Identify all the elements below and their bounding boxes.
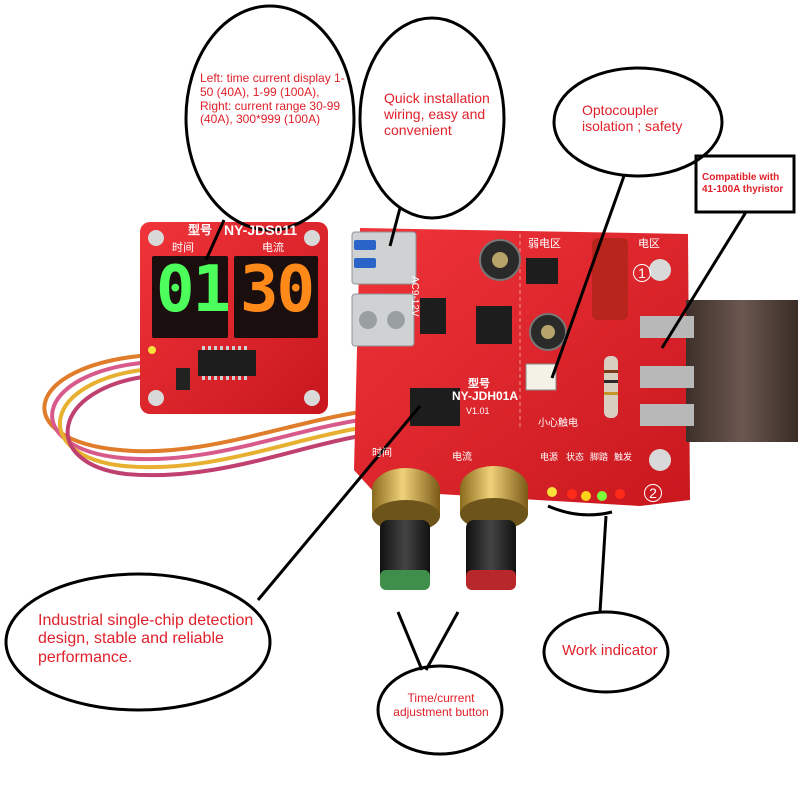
display-info-bubble (184, 4, 356, 232)
knobs-bubble (376, 664, 504, 756)
time-label: 时间 (172, 242, 194, 254)
callout-outlines (4, 4, 796, 756)
current-knob[interactable] (460, 466, 528, 590)
display-info-callout: Left: time current display 1-50 (40A), 1… (200, 71, 345, 127)
thyristor-callout: Compatible with 41-100A thyristor (702, 172, 784, 195)
display-model-label: NY-JDS011 (224, 222, 298, 238)
display-model-prefix: 型号 (188, 223, 213, 237)
marker-2: 2 (644, 484, 662, 502)
indicator-label-pedal: 脚踏 (590, 452, 609, 462)
careful-shock-label: 小心触电 (538, 418, 578, 429)
wiring-bubble (358, 16, 506, 220)
weak-zone-label: 弱电区 (528, 238, 561, 250)
chip-callout: Industrial single-chip detection design,… (38, 612, 254, 666)
display-board (140, 222, 328, 414)
strong-zone-label: 电区 (638, 238, 660, 250)
indicator-label-status: 状态 (566, 452, 585, 462)
main-board (351, 228, 798, 506)
time-knob[interactable] (372, 468, 440, 590)
current-display: 30 (240, 253, 315, 327)
optocoupler-callout: Optocoupler isolation ; safety (582, 102, 683, 135)
bottom-time-label: 时间 (372, 448, 392, 459)
bottom-current-label: 电流 (452, 452, 472, 463)
wiring-callout: Quick installation wiring, easy and conv… (384, 90, 490, 139)
ribbon-cable (42, 353, 361, 478)
marker-1: 1 (633, 264, 651, 282)
knobs-callout: Time/current adjustment button (393, 691, 489, 719)
main-model-prefix: 型号 (468, 378, 490, 390)
indicator-bubble (542, 610, 670, 694)
indicator-label-trigger: 触发 (614, 452, 633, 462)
time-display: 01 (156, 253, 231, 327)
optocoupler-bubble (552, 66, 724, 178)
terminal-label: AC9-12V (409, 276, 420, 317)
main-model-label: NY-JDH01A (452, 389, 519, 403)
indicator-callout: Work indicator (562, 642, 658, 659)
chip-bubble (4, 572, 272, 712)
current-label: 电流 (262, 242, 284, 254)
indicator-label-power: 电源 (540, 452, 559, 462)
version-label: V1.01 (466, 406, 490, 416)
